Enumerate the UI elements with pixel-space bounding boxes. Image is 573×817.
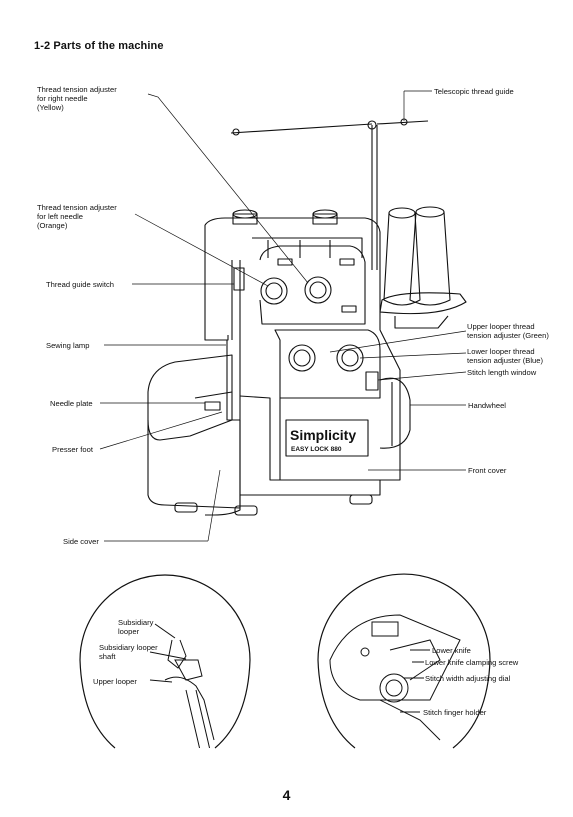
label-front-cover: Front cover <box>468 466 507 475</box>
label-presser-foot: Presser foot <box>52 445 93 454</box>
label-subsidiary-looper-shaft: Subsidiary looper shaft <box>99 643 158 661</box>
label-stitch-length-window: Stitch length window <box>467 368 537 377</box>
label-upper-looper: Upper looper <box>93 677 137 686</box>
label-lower-knife: Lower knife <box>432 646 471 655</box>
thread-cones <box>379 206 467 329</box>
label-thread-tension-left: Thread tension adjuster for left needle … <box>37 203 117 230</box>
label-handwheel: Handwheel <box>468 401 506 410</box>
top-thread-spools <box>232 209 338 225</box>
section-heading: 1-2 Parts of the machine <box>34 40 164 52</box>
label-subsidiary-looper: Subsidiary looper <box>118 618 154 636</box>
label-stitch-width-dial: Stitch width adjusting dial <box>425 674 511 683</box>
brand-name-text: Simplicity <box>290 427 356 443</box>
label-lower-knife-clamping-screw: Lower knife clamping screw <box>425 658 519 667</box>
label-side-cover: Side cover <box>63 537 99 546</box>
telescopic-thread-guide <box>230 118 429 270</box>
label-telescopic-thread-guide: Telescopic thread guide <box>434 87 514 96</box>
label-stitch-finger-holder: Stitch finger holder <box>423 708 487 717</box>
inset-upper-looper-detail <box>79 574 251 749</box>
label-upper-looper-tension: Upper looper thread tension adjuster (Gr… <box>467 322 549 340</box>
label-thread-tension-right: Thread tension adjuster for right needle… <box>37 85 117 112</box>
label-lower-looper-tension: Lower looper thread tension adjuster (Bl… <box>467 347 543 365</box>
page-number: 4 <box>282 787 291 803</box>
inset-lower-knife-detail <box>317 573 491 749</box>
label-sewing-lamp: Sewing lamp <box>46 341 90 350</box>
machine-body <box>147 217 411 516</box>
label-thread-guide-switch: Thread guide switch <box>46 280 114 289</box>
brand-model-text: EASY LOCK 880 <box>291 446 342 453</box>
label-needle-plate: Needle plate <box>50 399 93 408</box>
